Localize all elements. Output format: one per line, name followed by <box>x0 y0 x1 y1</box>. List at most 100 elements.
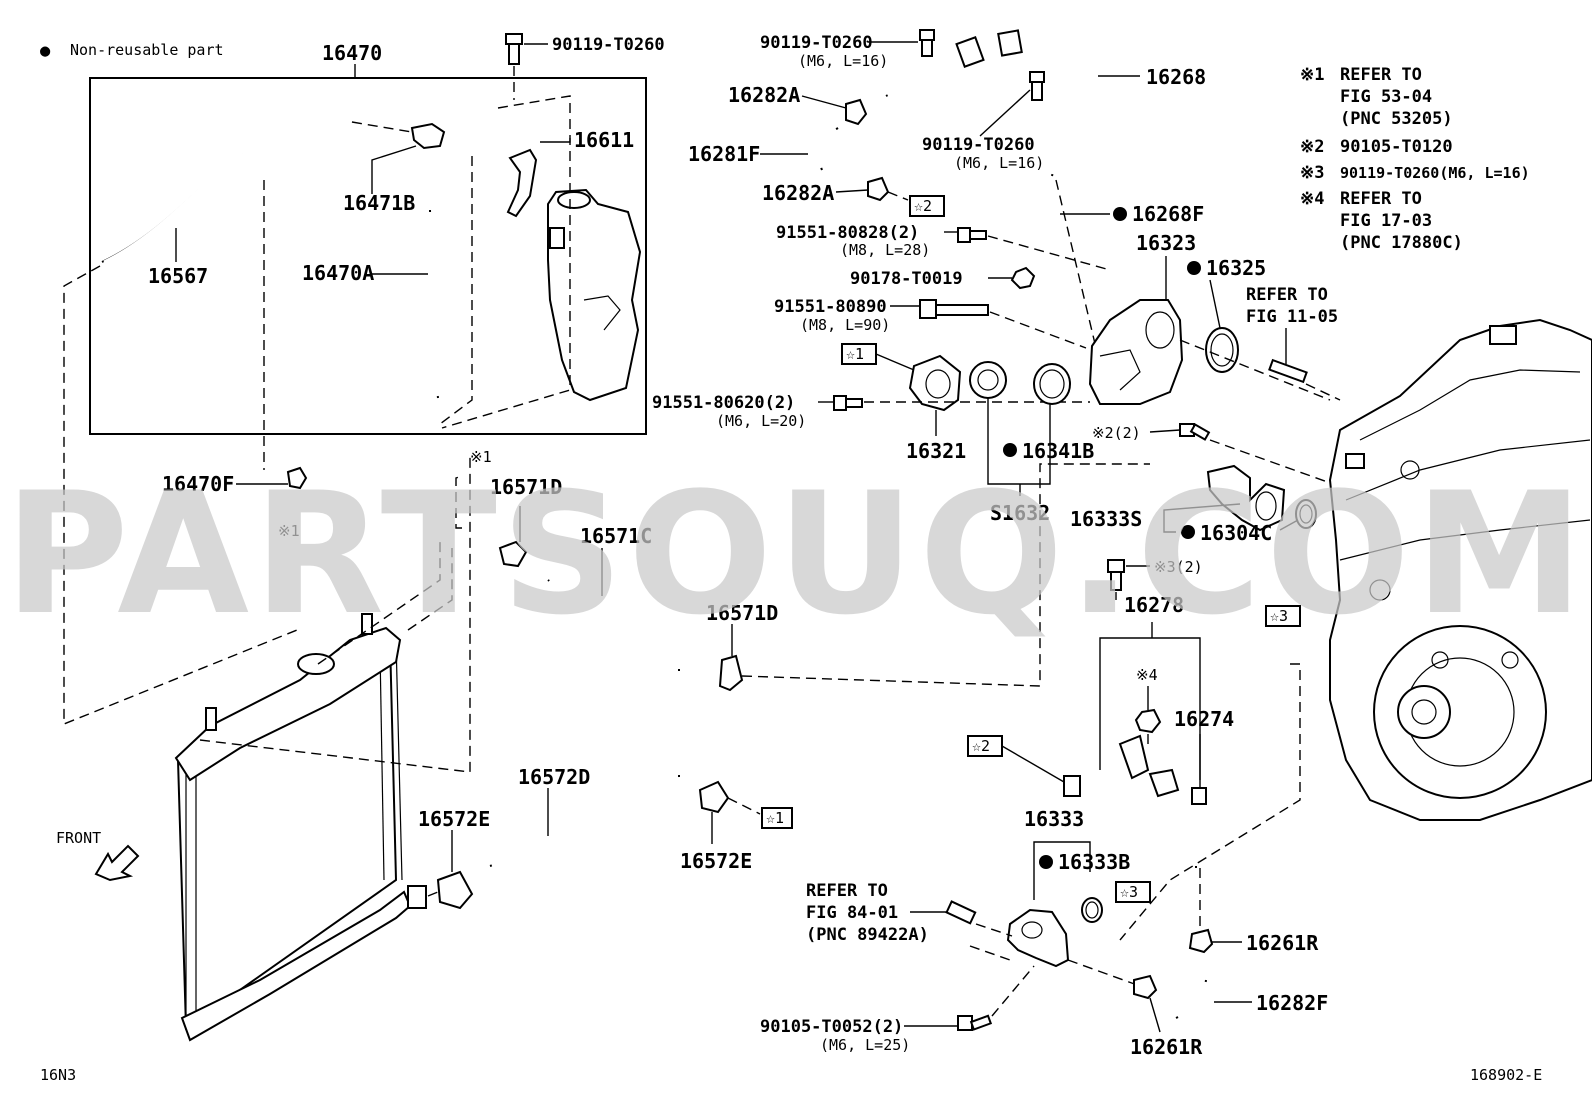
clamp-16572E-b <box>698 780 730 814</box>
note-1-line2: FIG 53-04 <box>1340 87 1432 107</box>
label-16333S: 16333S <box>1070 507 1142 531</box>
oring-16325-inner <box>1210 333 1234 367</box>
thermostat-16341B-core <box>977 369 999 391</box>
label-16611: 16611 <box>574 128 634 152</box>
note-3-mark: ※3 <box>1300 163 1324 183</box>
bolt-shank-91551-80620 <box>845 398 863 408</box>
radiator-outlet <box>407 885 427 909</box>
footer-16N3: 16N3 <box>40 1066 76 1084</box>
label-16261R-b: 16261R <box>1130 1035 1203 1059</box>
gasket-16304C-inner <box>1299 504 1313 524</box>
housing-16321 <box>908 354 962 412</box>
thermostat-assembly: 91551-80828(2) (M8, L=28) 90178-T0019 91… <box>652 223 1341 525</box>
dash-16571D-b <box>741 463 1150 687</box>
bolt-head-90119-b <box>919 29 935 41</box>
leader-16282A-a <box>801 95 847 109</box>
water-inlet-assembly: 16333 16333B ☆3 REFER TO FIG 84-01 (PNC … <box>806 807 1151 987</box>
flywheel-housing <box>1373 625 1547 799</box>
dash-16268F <box>1055 179 1097 349</box>
stud-11-05 <box>1268 358 1308 384</box>
bolt-head-91551-80890 <box>919 299 937 319</box>
front-indicator: FRONT <box>56 829 140 882</box>
label-91551-80620-sub: (M6, L=20) <box>716 412 806 430</box>
refer-84-01-line3: (PNC 89422A) <box>806 925 929 945</box>
hose-16567-inner <box>103 119 353 264</box>
radiator-fitting-b <box>361 613 373 635</box>
label-90119-b-sub: (M6, L=16) <box>798 52 888 70</box>
leader-16282A-b <box>835 189 869 193</box>
bracket-16278 <box>1099 637 1201 780</box>
label-16341B: 16341B <box>1022 439 1094 463</box>
engine-block-line <box>1345 439 1591 501</box>
engine-boss-b <box>1400 460 1420 480</box>
engine-boss-a <box>1369 579 1391 601</box>
dash-16572E-a <box>427 891 439 897</box>
notes: ※1 REFER TO FIG 53-04 (PNC 53205) ※2 901… <box>1300 65 1530 253</box>
front-label: FRONT <box>56 829 101 847</box>
label-S1632: S1632 <box>990 501 1050 525</box>
label-16282A-b: 16282A <box>762 181 834 205</box>
label-16333: 16333 <box>1024 807 1084 831</box>
gasket-16333B-inner <box>1085 901 1099 919</box>
bolt-head-91551-80828 <box>957 227 971 243</box>
gasket-16341B-inner <box>1039 369 1065 399</box>
label-91551-80890: 91551-80890 <box>774 297 887 317</box>
note-4-line3: (PNC 17880C) <box>1340 233 1463 253</box>
bracket-16333 <box>1033 841 1091 900</box>
sensor-16274 <box>1191 787 1207 805</box>
label-16321: 16321 <box>906 439 966 463</box>
tube-16470A-inner <box>428 211 440 397</box>
engine-block-line-b <box>1339 519 1591 561</box>
label-16571C: 16571C <box>580 524 652 548</box>
note-4-mark: ※4 <box>1300 189 1324 209</box>
star1-b: ☆1 <box>846 345 864 363</box>
note-1-line1: REFER TO <box>1340 65 1422 85</box>
dash-16572E-b <box>727 797 761 815</box>
label-90119-c-sub: (M6, L=16) <box>954 154 1044 172</box>
dash-ref2 <box>1209 439 1351 491</box>
ref-1-b: ※1 <box>470 448 492 466</box>
reservoir-cap-neck <box>557 191 591 209</box>
clamp-16282A-a <box>845 98 868 126</box>
bolt-shank-91551-80890 <box>935 304 989 316</box>
label-16274: 16274 <box>1174 707 1234 731</box>
star1-a-box <box>761 807 793 829</box>
star2-b: ☆2 <box>972 737 990 755</box>
pipe-bracket-b <box>997 29 1023 57</box>
pipe-assembly: 90119-T0260 (M6, L=16) 16268 90119-T0260… <box>688 29 1206 349</box>
dash-left-border <box>63 265 303 726</box>
sensor-84-01 <box>945 900 977 925</box>
legend-text: Non-reusable part <box>70 41 224 59</box>
nut-90178 <box>1010 266 1036 290</box>
label-16282A-a: 16282A <box>728 83 800 107</box>
star1-a: ☆1 <box>766 809 784 827</box>
label-16567: 16567 <box>148 264 208 288</box>
label-16282F: 16282F <box>1256 991 1328 1015</box>
label-16470: 16470 <box>322 41 382 65</box>
radiator-right-frame-outer <box>395 639 403 881</box>
radiator-cap <box>297 653 335 675</box>
label-16572D: 16572D <box>518 765 590 789</box>
bullet-16341B <box>1003 443 1017 457</box>
bolt-shank-90119-top <box>508 43 520 65</box>
label-91551-80828: 91551-80828(2) <box>776 223 919 243</box>
legend: ● Non-reusable part <box>40 41 224 61</box>
leader-16333S <box>1163 503 1241 520</box>
part-16471B <box>410 122 446 150</box>
bolt-90119-top: 90119-T0260 <box>505 33 665 100</box>
legend-bullet: ● <box>40 41 51 61</box>
radiator-top-tank <box>174 626 402 782</box>
bullet-16333B <box>1039 855 1053 869</box>
hose-16281F-inner <box>800 121 841 172</box>
bypass-hose-assembly: 16261R 16282F 16261R 90105-T0052(2) (M6,… <box>760 928 1328 1059</box>
clamp-16261R-a <box>1188 928 1214 954</box>
radiator <box>174 452 471 1042</box>
note-2-mark: ※2 <box>1300 137 1324 157</box>
note-1-line3: (PNC 53205) <box>1340 109 1453 129</box>
hose-16282F-inner <box>1174 980 1215 1026</box>
note-4-line2: FIG 17-03 <box>1340 211 1432 231</box>
dash-reservoir-b <box>439 156 473 425</box>
footer-code: 168902-E <box>1470 1066 1542 1084</box>
crank-hub <box>1397 685 1451 739</box>
